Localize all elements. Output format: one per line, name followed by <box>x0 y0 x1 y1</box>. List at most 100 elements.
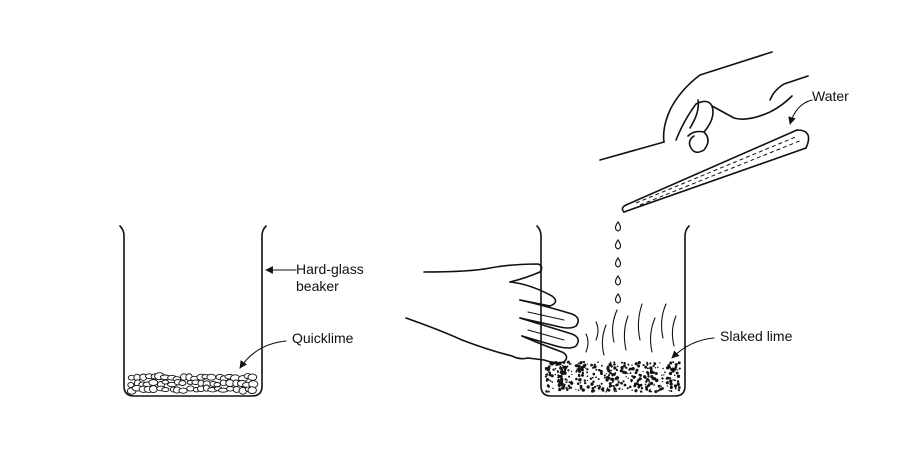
slaked-lime-granule <box>669 361 673 365</box>
slaked-lime-granule <box>557 383 561 388</box>
slaked-lime-granule <box>661 380 664 383</box>
slaked-lime-label-text: Slaked lime <box>720 328 793 344</box>
slaked-lime-granule <box>631 367 635 371</box>
slaked-lime-granule <box>560 375 563 379</box>
slaked-lime-granule <box>548 371 552 375</box>
slaked-lime-granule <box>674 362 678 367</box>
slaked-lime-granule <box>620 381 623 385</box>
slaked-lime-granule <box>575 388 577 390</box>
slaked-lime-granule <box>617 381 620 384</box>
slaked-lime-granule <box>676 380 680 383</box>
slaked-lime-granule <box>586 368 589 371</box>
slaked-lime-granule <box>579 381 582 384</box>
water-drops <box>614 221 622 304</box>
slaked-lime-granule <box>677 361 681 365</box>
slaked-lime-granule <box>546 368 550 372</box>
slaked-lime-granule <box>675 387 677 389</box>
right-beaker <box>536 225 690 397</box>
slaked-lime-granule <box>635 389 638 391</box>
slaked-lime-granule <box>617 379 619 382</box>
slaked-lime-granule <box>646 361 649 364</box>
slaked-lime-granule <box>593 365 597 369</box>
slaked-lime-granule <box>649 370 654 375</box>
slaked-lime-granule <box>648 381 650 383</box>
slaked-lime-granule <box>637 361 641 364</box>
slaked-lime-granule <box>586 363 588 365</box>
slaked-lime-granule <box>598 368 601 372</box>
slaked-lime-granule <box>636 379 640 383</box>
slaked-lime-granule <box>577 369 582 373</box>
slaked-lime-granule <box>629 372 632 375</box>
slaked-lime-granule <box>615 390 618 393</box>
slaked-lime-granule <box>640 390 643 393</box>
slaked-lime-granule <box>637 364 641 368</box>
slaked-lime-granule <box>631 389 633 391</box>
slaked-lime-granule <box>644 365 648 369</box>
slaked-lime-granule <box>551 381 554 383</box>
slaked-lime-granule <box>654 372 658 375</box>
slaked-lime-granule <box>570 380 573 383</box>
slaked-lime-granule <box>649 362 652 365</box>
slaked-lime-granule <box>600 372 603 375</box>
slaked-lime-granule <box>595 376 597 379</box>
slaked-lime-granule <box>672 361 675 364</box>
slaked-lime-granule <box>657 384 661 388</box>
slaked-lime-granule <box>677 369 679 371</box>
slaked-lime-granule <box>548 373 552 377</box>
slaked-lime-granule <box>645 387 649 391</box>
slaked-lime-granule <box>610 378 612 381</box>
slaked-lime-granule <box>642 364 645 367</box>
slaked-lime-granule <box>613 390 615 393</box>
slaked-lime-granule <box>648 384 651 387</box>
slaked-lime-granule <box>659 362 661 364</box>
test-tube <box>621 129 810 213</box>
slaked-lime-granule <box>561 383 564 387</box>
slaked-lime-granule <box>642 370 644 373</box>
heat-lines <box>585 303 677 356</box>
slaked-lime-granule <box>595 368 598 371</box>
slaked-lime-granule <box>571 373 573 376</box>
slaked-lime-granule <box>653 384 655 386</box>
slaked-lime-granule <box>575 377 578 381</box>
water-arrow <box>788 99 813 125</box>
slaked-lime-granule <box>593 363 596 366</box>
slaked-lime-granule <box>638 378 641 381</box>
slaked-lime-granule <box>652 365 655 367</box>
slaked-lime-granule <box>610 377 614 381</box>
slaked-lime-granule <box>668 390 670 392</box>
slaked-lime-granule <box>613 366 617 370</box>
slaked-lime-granule <box>569 362 572 365</box>
slaked-lime-granule <box>609 384 612 387</box>
slaked-lime-granule <box>666 376 670 380</box>
slaked-lime-granule <box>556 370 559 373</box>
slaked-lime-granule <box>607 374 610 377</box>
slaked-lime-granule <box>558 388 562 392</box>
slaked-lime-arrow <box>671 337 715 359</box>
quicklime-lump <box>206 373 217 381</box>
slaked-lime-granule <box>609 361 612 364</box>
slaked-lime-granule <box>579 378 582 381</box>
slaked-lime-granule <box>615 383 618 387</box>
slaked-lime-granule <box>584 367 587 369</box>
slaked-lime-granule <box>584 381 587 385</box>
slaked-lime-granule <box>556 380 559 383</box>
slaked-lime-granule <box>607 376 611 380</box>
quicklime-lump <box>149 385 158 394</box>
slaked-lime-granule <box>650 375 654 379</box>
slaked-lime-granule <box>655 378 659 383</box>
slaked-lime-granule <box>653 362 657 366</box>
slaked-lime-granule <box>579 384 583 388</box>
slaked-lime-granule <box>593 385 597 389</box>
slaked-lime-granule <box>550 362 554 366</box>
slaked-lime-granule <box>560 379 564 383</box>
slaked-lime-granule <box>661 387 664 390</box>
slaked-lime-granule <box>630 378 633 382</box>
slaked-lime-granule <box>561 386 565 390</box>
slaked-lime-granule <box>552 368 555 371</box>
slaked-lime-granule <box>592 380 595 383</box>
slaked-lime-granule <box>675 371 679 375</box>
slaked-lime-granule <box>633 384 637 388</box>
slaked-lime-granule <box>596 384 599 387</box>
